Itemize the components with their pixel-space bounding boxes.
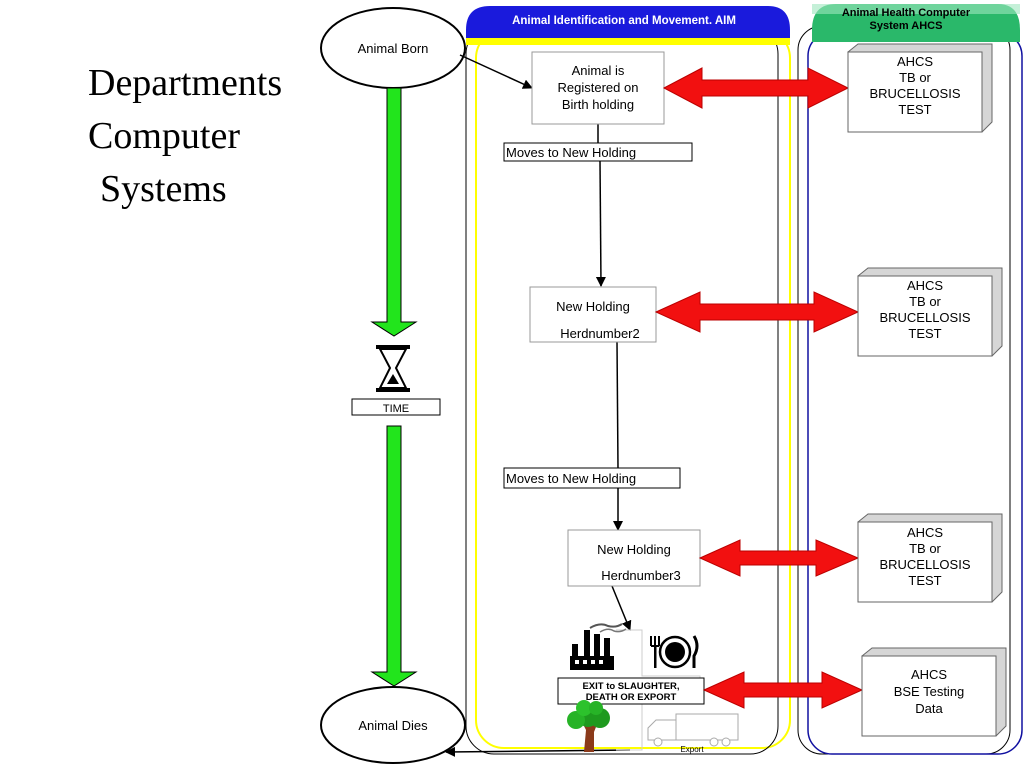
ahcs-box-4-line-1: AHCS [911, 667, 947, 682]
factory-icon [570, 623, 627, 670]
link-arrows [654, 67, 864, 709]
aim-box-2-line-2: Herdnumber2 [560, 326, 640, 341]
animal-dies-label: Animal Dies [358, 718, 428, 733]
title-line-3: Systems [100, 168, 227, 210]
export-label: Export [680, 745, 704, 754]
link-arrow-1 [662, 67, 850, 109]
holding3-to-exit-arrow [611, 585, 632, 631]
ahcs-panel-outline [797, 25, 1011, 755]
aim-box-1-line-2: Registered on [558, 80, 639, 95]
page-title: Departments Computer Systems [88, 62, 282, 210]
link-arrow-2 [654, 291, 860, 333]
ahcs-box-2-line-2: TB or [909, 294, 941, 309]
ahcs-box-4-line-2: BSE Testing [894, 684, 965, 699]
plate-cutlery-icon [650, 635, 699, 669]
aim-panel-outline [465, 25, 779, 755]
ahcs-box-2-line-4: TEST [908, 326, 941, 341]
aim-box-2-line-1: New Holding [556, 299, 630, 314]
ahcs-panel-blue-outline [807, 31, 1023, 755]
svg-text:Moves to New Holding: Moves to New Holding [506, 471, 636, 486]
aim-box-1-line-3: Birth holding [562, 97, 634, 112]
ahcs-panel: Animal Health Computer System AHCS [797, 4, 1023, 755]
ahcs-box-4-line-3: Data [915, 701, 943, 716]
ahcs-box-3-line-3: BRUCELLOSIS [879, 557, 970, 572]
exit-label-line-1: EXIT to SLAUGHTER, [582, 681, 679, 692]
link-arrow-3 [698, 539, 860, 577]
ahcs-box-3: AHCS TB or BRUCELLOSIS TEST [857, 513, 1003, 603]
ahcs-box-3-line-1: AHCS [907, 525, 943, 540]
move-1-arrow [595, 160, 606, 287]
ahcs-panel-header-highlight [812, 4, 1020, 14]
timeline: Animal Born TIME Animal Dies [320, 7, 466, 764]
animal-dies-node [320, 686, 466, 764]
holding2-connector [616, 341, 619, 469]
born-to-registered-arrow [459, 54, 533, 89]
link-arrow-4 [702, 671, 864, 709]
ahcs-box-2: AHCS TB or BRUCELLOSIS TEST [857, 267, 1003, 357]
aim-panel-header-bg [466, 6, 790, 44]
aim-panel: Animal Identification and Movement. AIM [465, 6, 791, 755]
ahcs-box-3-line-4: TEST [908, 573, 941, 588]
exit-area: EXIT to SLAUGHTER, DEATH OR EXPORT Expor… [557, 623, 739, 754]
aim-box-1-line-1: Animal is [572, 63, 625, 78]
hourglass-icon [376, 345, 410, 392]
moves-label-1: Moves to New Holding [503, 142, 693, 162]
exit-label-box [557, 677, 705, 705]
truck-icon [647, 713, 739, 747]
moves-label-2: Moves to New Holding [503, 467, 681, 489]
aim-panel-header-stripe [466, 38, 790, 45]
ahcs-box-1-line-1: AHCS [897, 54, 933, 69]
aim-box-3-line-2: Herdnumber3 [601, 568, 681, 583]
ahcs-box-4: AHCS BSE Testing Data [861, 647, 1007, 737]
ahcs-box-1-line-3: BRUCELLOSIS [869, 86, 960, 101]
animal-born-label: Animal Born [358, 41, 429, 56]
exit-label-line-2: DEATH OR EXPORT [586, 692, 677, 703]
flow-connectors [445, 54, 632, 757]
title-line-2: Computer [88, 115, 240, 157]
exit-to-death-arrow [445, 746, 631, 757]
aim-panel-yellow-outline [475, 29, 791, 749]
aim-box-holding-2: New Holding Herdnumber2 [529, 286, 657, 343]
tree-icon [567, 700, 610, 752]
svg-text:Moves to New Holding: Moves to New Holding [506, 145, 636, 160]
ahcs-box-1-line-4: TEST [898, 102, 931, 117]
ahcs-box-2-line-1: AHCS [907, 278, 943, 293]
ahcs-box-1: AHCS TB or BRUCELLOSIS TEST [847, 43, 993, 133]
time-label: TIME [383, 403, 409, 415]
ahcs-box-1-line-2: TB or [899, 70, 931, 85]
ahcs-panel-header-line-1: Animal Health Computer [842, 7, 971, 19]
ahcs-box-2-line-3: BRUCELLOSIS [879, 310, 970, 325]
aim-box-registered: Animal is Registered on Birth holding [531, 51, 665, 125]
aim-panel-header: Animal Identification and Movement. AIM [512, 15, 736, 27]
title-line-1: Departments [88, 62, 282, 104]
time-label-box [351, 398, 441, 416]
ahcs-panel-header-line-2: System AHCS [870, 20, 943, 32]
ahcs-box-3-line-2: TB or [909, 541, 941, 556]
aim-box-3-line-1: New Holding [597, 542, 671, 557]
time-arrow-upper [370, 87, 418, 337]
time-arrow-lower [370, 425, 418, 687]
aim-box-holding-3: New Holding Herdnumber3 [567, 529, 701, 587]
